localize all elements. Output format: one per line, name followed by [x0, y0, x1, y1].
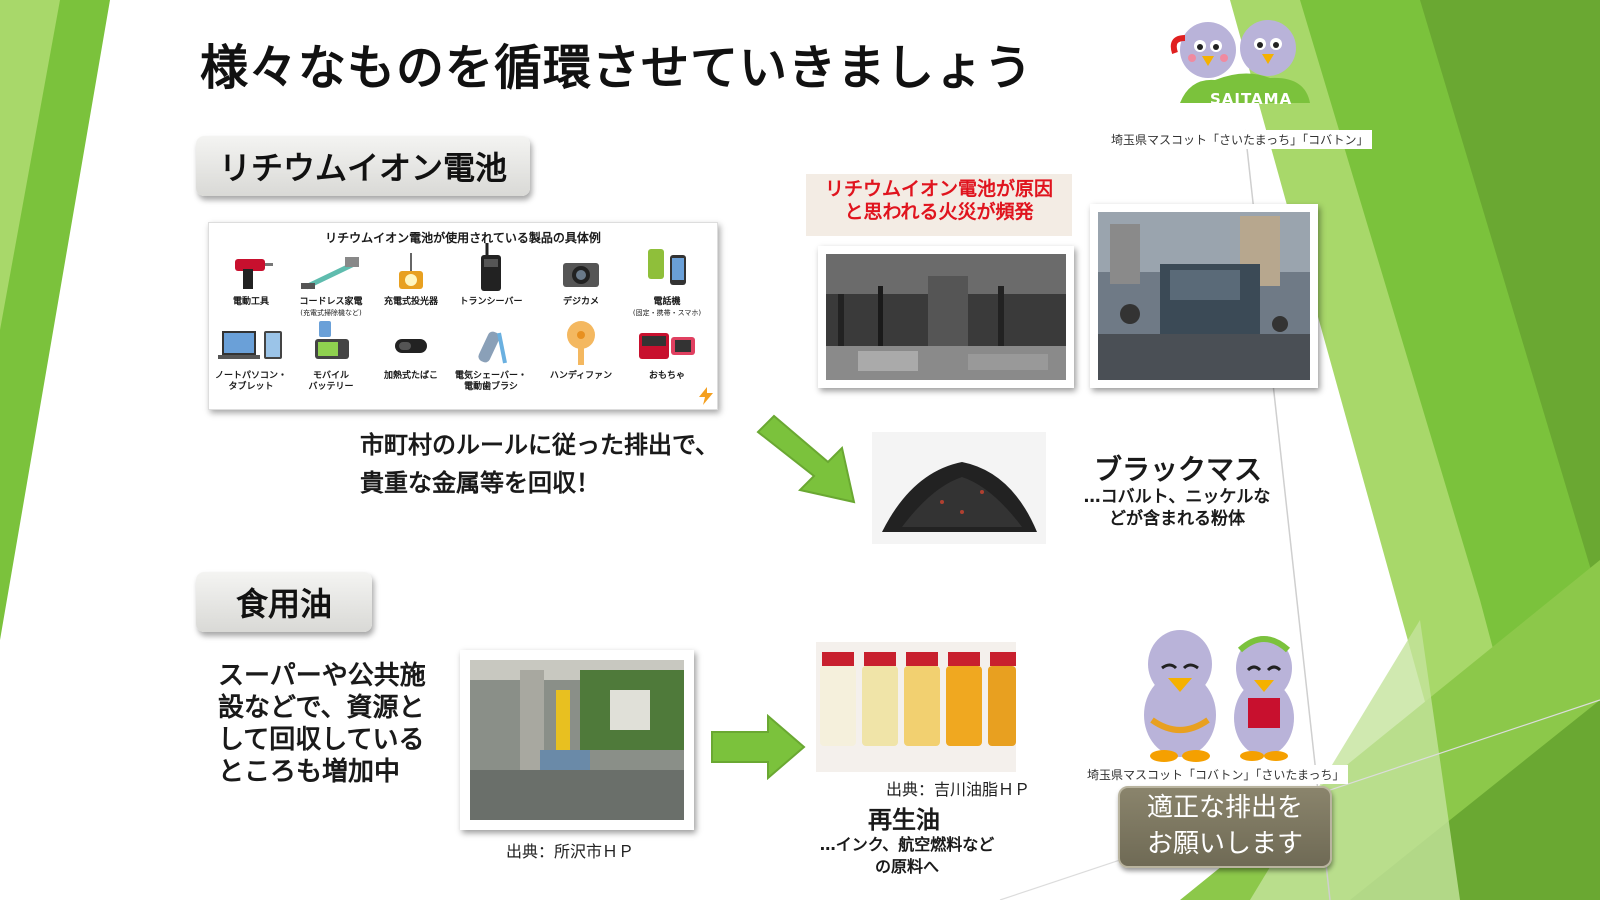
fire-photo-2 [1090, 204, 1318, 388]
recycled-oil-desc-line1: …インク、航空燃料など [819, 835, 995, 854]
slide-title: 様々なものを循環させていきましょう [200, 40, 1034, 96]
proper-disposal-button[interactable]: 適正な排出を お願いします [1118, 786, 1332, 868]
mobile-battery-icon [315, 321, 349, 359]
cordless-vacuum-icon [301, 257, 359, 290]
oil-source: 出典：吉川油脂ＨＰ [886, 780, 1031, 799]
proper-disposal-line2: お願いします [1146, 829, 1303, 859]
collection-photo-source: 出典：所沢市ＨＰ [506, 842, 635, 861]
floodlight-icon [399, 253, 423, 289]
camera-icon [563, 263, 599, 287]
lithium-message: 市町村のルールに従った排出で、 貴重な金属等を回収！ [360, 426, 719, 502]
fire-warning-line2: と思われる火災が頻発 [844, 201, 1034, 223]
oil-message-line2: 設などで、資源と [218, 693, 425, 723]
arrow-icon [756, 414, 856, 504]
lithium-heading: リチウムイオン電池 [196, 136, 530, 196]
mascot-top-caption: 埼玉県マスコット「さいたまっち」「コバトン」 [1108, 130, 1372, 149]
fire-scene-image [826, 254, 1066, 380]
collection-site-image [470, 660, 684, 820]
oil-bottles-photo [816, 642, 1016, 772]
drill-icon [235, 259, 273, 289]
lithium-message-line2: 貴重な金属等を回収！ [360, 469, 600, 497]
product-item: 電気シェーバー・電動歯ブラシ [453, 327, 529, 393]
arrow-icon [711, 714, 806, 780]
product-item: ハンディファン [543, 319, 619, 382]
recycled-oil-desc: …インク、航空燃料など の原料へ [790, 834, 1024, 878]
handy-fan-icon [567, 321, 595, 365]
fire-warning-box: リチウムイオン電池が原因 と思われる火災が頻発 [806, 174, 1072, 236]
oil-message-line3: して回収している [218, 725, 425, 755]
black-mass-desc-line2: どが含まれる粉体 [1109, 509, 1245, 529]
oil-message-line4: ところも増加中 [218, 757, 401, 787]
mascot-bottom-caption: 埼玉県マスコット「コバトン」「さいたまっち」 [1084, 765, 1348, 784]
black-mass-image [872, 432, 1046, 544]
transceiver-icon [481, 243, 501, 291]
product-item: 電話機(固定・携帯・スマホ) [629, 245, 705, 319]
product-item: デジカメ [543, 253, 619, 308]
product-item: ノートパソコン・タブレット [213, 327, 289, 393]
fire-warning-line1: リチウムイオン電池が原因 [824, 178, 1053, 200]
phone-icon [648, 249, 686, 285]
black-mass-photo [872, 432, 1046, 544]
proper-disposal-line1: 適正な排出を [1146, 793, 1303, 823]
black-mass-desc-line1: …コバルト、ニッケルな [1083, 487, 1271, 507]
oil-message: スーパーや公共施 設などで、資源と して回収している ところも増加中 [218, 660, 426, 788]
mascot-top: SAITAMA [1170, 8, 1320, 120]
lightning-icon [699, 387, 713, 405]
fire-photo-1 [818, 246, 1074, 388]
lithium-products-panel: リチウムイオン電池が使用されている製品の具体例 電動工具 コードレス家電(充電式… [208, 222, 718, 410]
collection-photo [460, 650, 694, 830]
mascot-bottom [1132, 620, 1312, 762]
product-item: モバイルバッテリー [293, 319, 369, 393]
black-mass-desc: …コバルト、ニッケルな どが含まれる粉体 [1074, 486, 1280, 530]
oil-heading: 食用油 [196, 572, 372, 632]
products-title: リチウムイオン電池が使用されている製品の具体例 [325, 231, 601, 245]
product-item: コードレス家電(充電式掃除機など) [293, 253, 369, 319]
fire-truck-image [1098, 212, 1310, 380]
recycled-oil-desc-line2: の原料へ [874, 857, 939, 876]
recycled-oil-title: 再生油 [868, 806, 940, 834]
black-mass-title: ブラックマス [1094, 453, 1263, 486]
mascot-bow-illustration [1144, 630, 1294, 762]
product-item: 電動工具 [213, 253, 289, 308]
product-item: トランシーバー [453, 243, 529, 308]
lithium-message-line1: 市町村のルールに従った排出で、 [360, 431, 720, 459]
product-item: おもちゃ [629, 327, 705, 382]
heated-tobacco-icon [395, 339, 427, 353]
mascot-illustration [1170, 20, 1310, 103]
oil-bottles-image [816, 642, 1016, 772]
oil-message-line1: スーパーや公共施 [218, 661, 426, 691]
product-item: 充電式投光器 [373, 253, 449, 308]
shaver-icon [478, 331, 507, 364]
game-console-icon [639, 333, 695, 359]
laptop-icon [218, 331, 282, 359]
product-item: 加熱式たばこ [373, 327, 449, 382]
saitama-badge: SAITAMA [1210, 90, 1293, 108]
